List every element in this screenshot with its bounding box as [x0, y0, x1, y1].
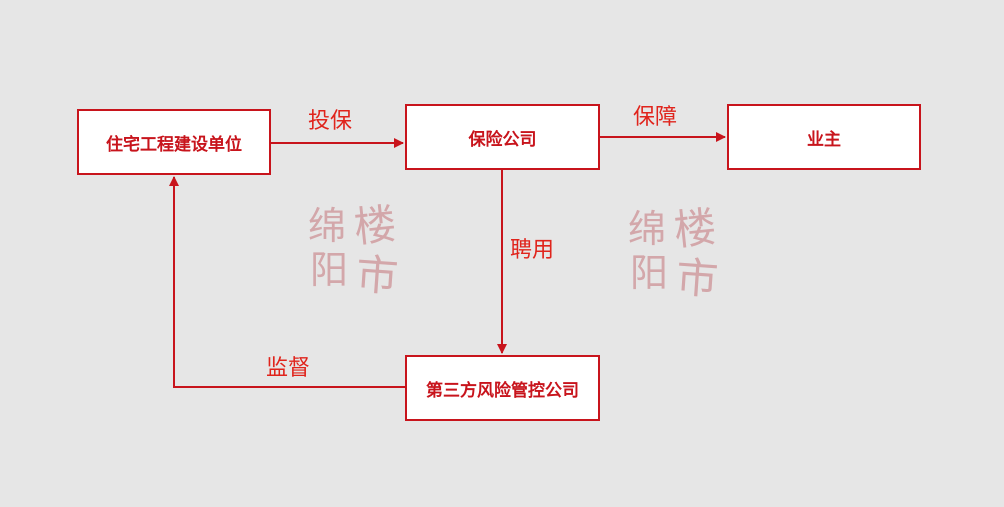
- node-insurer: 保险公司: [405, 104, 600, 170]
- watermark-char: 楼: [671, 201, 719, 256]
- watermark-char: 市: [674, 252, 720, 305]
- edge-supervise-arrow: [169, 176, 405, 388]
- watermark-char: 绵: [308, 204, 347, 248]
- edge-insure-label: 投保: [308, 109, 353, 134]
- watermark-char: 市: [354, 249, 400, 302]
- node-risk-control: 第三方风险管控公司: [405, 355, 600, 421]
- node-owner-label: 业主: [807, 129, 841, 150]
- node-builder-label: 住宅工程建设单位: [106, 134, 242, 155]
- edge-guarantee-label: 保障: [633, 105, 678, 130]
- node-risk-control-label: 第三方风险管控公司: [426, 380, 579, 401]
- watermark-char: 绵: [628, 207, 667, 251]
- edge-supervise-label: 监督: [266, 356, 311, 381]
- edge-hire-label: 聘用: [510, 238, 555, 263]
- watermark-char: 楼: [351, 198, 399, 253]
- watermark-char: 阳: [630, 251, 669, 295]
- node-insurer-label: 保险公司: [468, 129, 537, 150]
- watermark: 绵 楼 阳 市: [308, 198, 404, 315]
- watermark: 绵 楼 阳 市: [628, 201, 724, 318]
- node-builder: 住宅工程建设单位: [77, 109, 271, 175]
- node-owner: 业主: [727, 104, 921, 170]
- watermark-char: 阳: [310, 248, 349, 292]
